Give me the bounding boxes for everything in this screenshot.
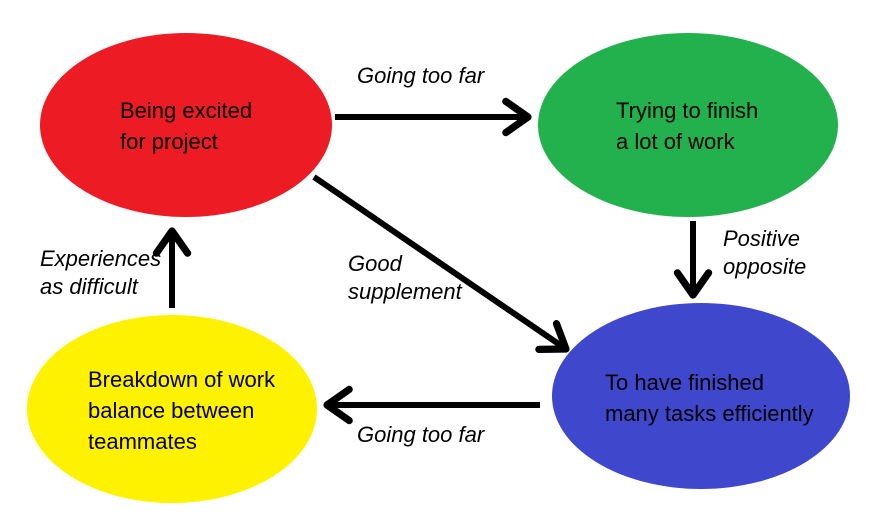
node-label-line: many tasks efficiently (605, 401, 814, 426)
node-being-excited-label: Being excited for project (120, 95, 252, 157)
edge-label-experiences-as-difficult: Experiences as difficult (40, 245, 161, 301)
node-trying-to-finish (538, 33, 838, 217)
node-breakdown-of-work (27, 315, 317, 503)
node-breakdown-of-work-label: Breakdown of work balance between teamma… (88, 364, 275, 457)
node-label-line: teammates (88, 429, 197, 454)
edge-label-line: Positive (723, 226, 801, 251)
node-label-line: balance between (88, 398, 255, 423)
node-being-excited (40, 33, 332, 217)
node-label-line: a lot of work (616, 129, 735, 154)
edge-label-line: as difficult (40, 274, 138, 299)
node-trying-to-finish-label: Trying to finish a lot of work (616, 95, 758, 157)
node-finished-many-tasks (552, 303, 850, 489)
edge-label-line: Good (348, 251, 402, 276)
node-label-line: for project (120, 129, 218, 154)
edge-label-good-supplement: Good supplement (348, 250, 462, 306)
node-label-line: Trying to finish (616, 98, 759, 123)
edge-label-line: Experiences (40, 246, 162, 271)
edge-label-going-too-far-bottom: Going too far (357, 422, 485, 447)
node-finished-many-tasks-label: To have finished many tasks efficiently (605, 367, 814, 429)
node-label-line: Breakdown of work (88, 367, 276, 392)
edge-label-line: opposite (723, 254, 807, 279)
arrow-excited-to-finished (312, 174, 570, 353)
edge-label-line: supplement (348, 279, 462, 304)
node-label-line: To have finished (605, 370, 764, 395)
node-label-line: Being excited (120, 98, 253, 123)
edge-label-positive-opposite: Positive opposite (723, 225, 806, 281)
edge-label-going-too-far-top: Going too far (357, 63, 485, 88)
